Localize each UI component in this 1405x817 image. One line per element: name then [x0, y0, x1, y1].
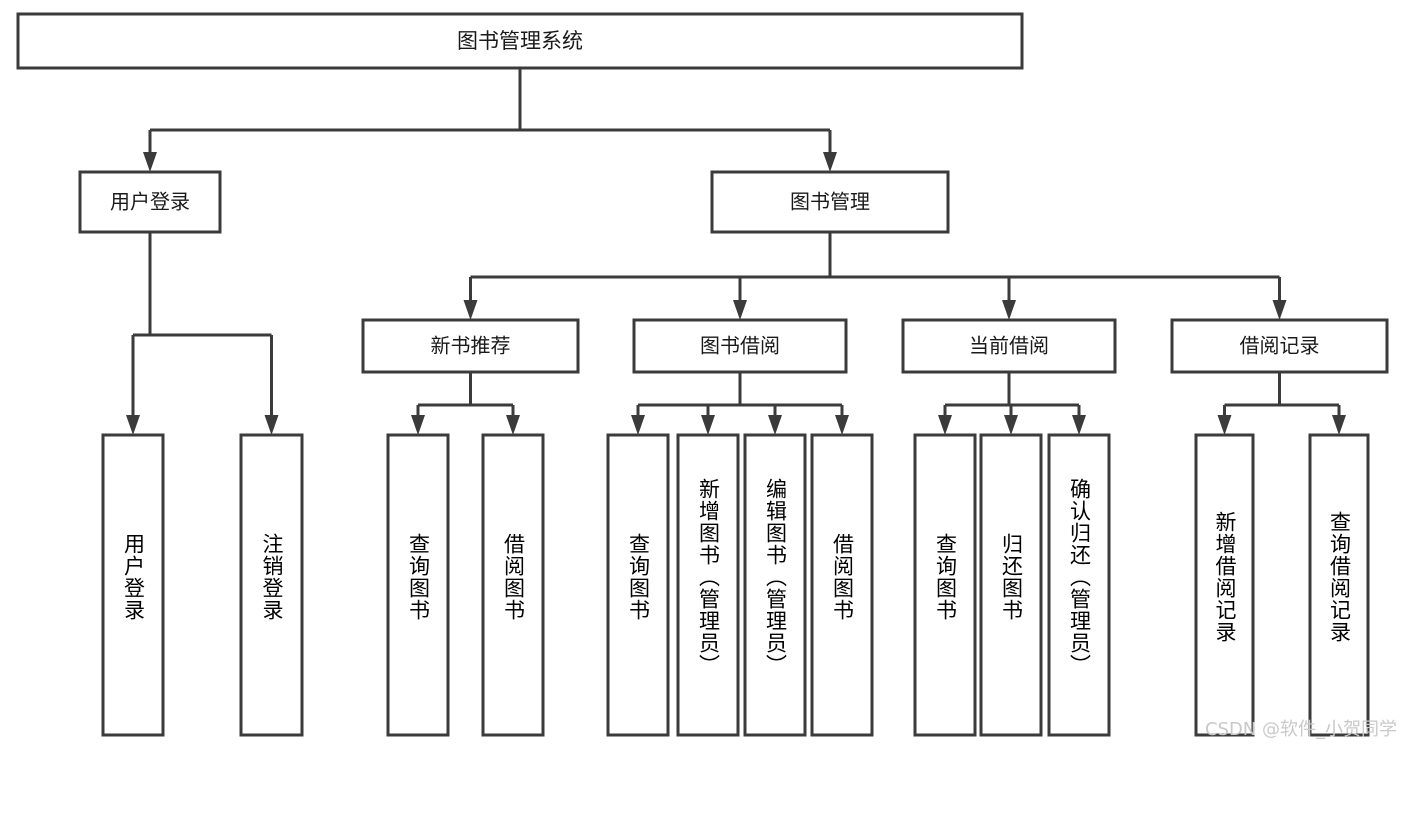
- leaf-查询借阅记录-12[interactable]: [1308, 433, 1370, 737]
- leaf-查询借阅记录-12-rect[interactable]: [1308, 433, 1370, 737]
- node-图书借阅-l3-1-label: 图书借阅: [700, 334, 780, 358]
- leaf-查询图书-4-rect[interactable]: [606, 433, 670, 737]
- node-借阅记录-l3-3[interactable]: 借阅记录: [1170, 318, 1389, 374]
- leaf-新增图书管理员-5[interactable]: [676, 433, 740, 737]
- leaf-借阅图书-3[interactable]: [481, 433, 545, 737]
- leaf-借阅图书-7[interactable]: [810, 433, 874, 737]
- node-新书推荐-l3-0-rect[interactable]: [361, 318, 580, 374]
- node-图书管理-l2-1-rect[interactable]: [710, 170, 950, 234]
- arrow-head: [1217, 415, 1232, 435]
- leaf-归还图书-9-rect[interactable]: [979, 433, 1043, 737]
- leaf-查询图书-4[interactable]: [606, 433, 670, 737]
- arrow-head: [733, 300, 747, 320]
- node-当前借阅-l3-2[interactable]: 当前借阅: [901, 318, 1117, 374]
- arrow-head: [768, 415, 782, 435]
- connectors-layer: [126, 68, 1346, 435]
- node-root[interactable]: 图书管理系统: [16, 12, 1024, 70]
- watermark-text: CSDN @软件_小贺同学: [1204, 719, 1397, 740]
- leaf-查询图书-2[interactable]: [386, 433, 450, 737]
- leaf-确认归还管理员-10[interactable]: [1047, 433, 1111, 737]
- node-借阅记录-l3-3-rect[interactable]: [1170, 318, 1389, 374]
- node-root-rect[interactable]: [16, 12, 1024, 70]
- leaf-用户登录-0-rect[interactable]: [101, 433, 165, 737]
- node-用户登录-l2-0-label: 用户登录: [110, 190, 190, 214]
- node-图书借阅-l3-1[interactable]: 图书借阅: [632, 318, 848, 374]
- arrow-head: [463, 300, 478, 320]
- node-用户登录-l2-0-rect[interactable]: [78, 170, 222, 234]
- node-新书推荐-l3-0-label: 新书推荐: [431, 334, 511, 358]
- arrow-head: [1272, 300, 1287, 320]
- leaf-新增图书管理员-5-rect[interactable]: [676, 433, 740, 737]
- arrow-head: [1004, 415, 1018, 435]
- leaf-编辑图书管理员-6[interactable]: [743, 433, 807, 737]
- node-当前借阅-l3-2-label: 当前借阅: [969, 334, 1049, 358]
- node-当前借阅-l3-2-rect[interactable]: [901, 318, 1117, 374]
- node-借阅记录-l3-3-label: 借阅记录: [1240, 334, 1320, 358]
- arrow-head: [938, 415, 952, 435]
- arrow-head: [701, 415, 715, 435]
- leaf-新增借阅记录-11-rect[interactable]: [1194, 433, 1255, 737]
- leaf-用户登录-0[interactable]: [101, 433, 165, 737]
- leaf-查询图书-8[interactable]: [913, 433, 977, 737]
- arrow-head: [1002, 300, 1016, 320]
- arrow-head: [506, 415, 520, 435]
- leaf-注销登录-1-rect[interactable]: [239, 433, 304, 737]
- node-图书借阅-l3-1-rect[interactable]: [632, 318, 848, 374]
- leaf-归还图书-9[interactable]: [979, 433, 1043, 737]
- leaf-查询图书-2-rect[interactable]: [386, 433, 450, 737]
- leaf-借阅图书-3-rect[interactable]: [481, 433, 545, 737]
- arrow-head: [823, 152, 837, 172]
- leaf-新增借阅记录-11[interactable]: [1194, 433, 1255, 737]
- node-图书管理-l2-1-label: 图书管理: [790, 190, 870, 214]
- node-root-label: 图书管理系统: [457, 29, 583, 53]
- diagram-canvas: 图书管理系统用户登录图书管理新书推荐图书借阅当前借阅借阅记录 用户登录注销登录查…: [16, 12, 1397, 740]
- leaf-编辑图书管理员-6-rect[interactable]: [743, 433, 807, 737]
- node-新书推荐-l3-0[interactable]: 新书推荐: [361, 318, 580, 374]
- arrow-head: [631, 415, 645, 435]
- arrow-head: [264, 415, 279, 435]
- leaf-查询图书-8-rect[interactable]: [913, 433, 977, 737]
- arrow-head: [1072, 415, 1086, 435]
- arrow-head: [126, 415, 140, 435]
- leaf-确认归还管理员-10-rect[interactable]: [1047, 433, 1111, 737]
- leaf-注销登录-1[interactable]: [239, 433, 304, 737]
- leaf-借阅图书-7-rect[interactable]: [810, 433, 874, 737]
- arrow-head: [835, 415, 849, 435]
- arrow-head: [411, 415, 425, 435]
- node-用户登录-l2-0[interactable]: 用户登录: [78, 170, 222, 234]
- arrow-head: [143, 152, 157, 172]
- arrow-head: [1332, 415, 1346, 435]
- node-图书管理-l2-1[interactable]: 图书管理: [710, 170, 950, 234]
